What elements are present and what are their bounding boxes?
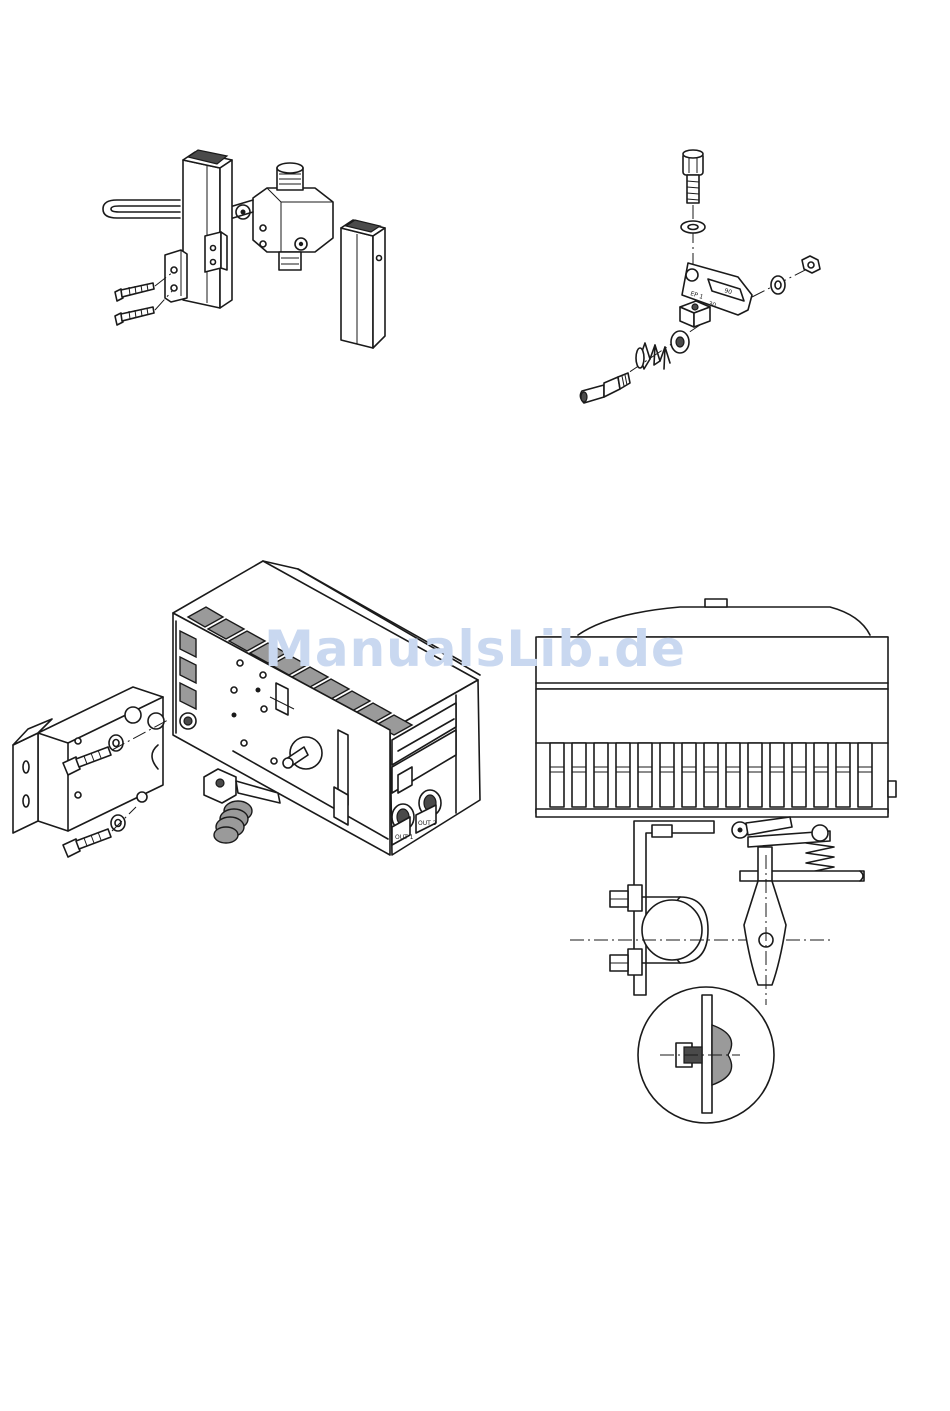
spring-icon	[214, 801, 252, 843]
square-nut-icon	[680, 301, 710, 327]
actuator-detail-icon	[530, 585, 930, 1125]
figure-valve-bracket-assembly	[95, 140, 425, 370]
port-label-left: OUT 1	[395, 834, 414, 841]
positioner-icon: OUT 1 OUT 2	[8, 555, 488, 865]
port-label-right: OUT 2	[418, 820, 437, 827]
washer-icon	[109, 735, 123, 751]
cap-screw-icon	[683, 150, 703, 203]
figure-positioner-mounting: OUT 1 OUT 2	[8, 555, 488, 865]
washer-icon	[671, 331, 689, 353]
washer-icon	[681, 221, 705, 233]
pin-icon	[580, 373, 630, 403]
washer-icon	[111, 815, 125, 831]
heat-sink-fins	[550, 743, 872, 807]
screw-icon	[115, 283, 154, 301]
washer-icon	[771, 276, 785, 294]
lever-assembly-icon: 90 30 EP 1	[570, 145, 840, 415]
figure-lever-pin-assembly: 90 30 EP 1	[570, 145, 840, 415]
valve-bracket-icon	[95, 140, 425, 370]
nut-icon	[610, 891, 628, 907]
nut-icon	[610, 955, 628, 971]
screw-icon	[115, 307, 154, 325]
bolt-icon	[63, 829, 111, 857]
figure-actuator-mounting-detail	[530, 585, 930, 1125]
